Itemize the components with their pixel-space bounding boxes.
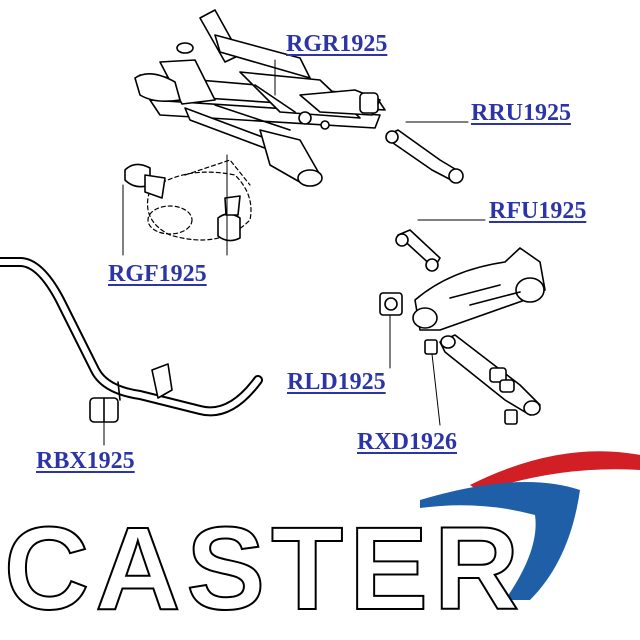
part-label-rld1925[interactable]: RLD1925 <box>287 369 386 395</box>
differential-illustration <box>146 159 252 241</box>
part-label-rru1925[interactable]: RRU1925 <box>471 100 571 126</box>
diff-mount-bushings <box>124 163 241 242</box>
part-label-rgr1925[interactable]: RGR1925 <box>286 31 388 57</box>
lower-link-illustration <box>424 334 541 425</box>
logo-red-swoosh <box>470 451 640 492</box>
rear-upper-arm-illustration <box>385 129 464 184</box>
rear-subframe-illustration <box>134 9 386 187</box>
lower-arm-bushing-illustration <box>379 292 403 316</box>
stabilizer-bushing-illustration <box>89 397 119 423</box>
part-label-rgf1925[interactable]: RGF1925 <box>108 261 207 287</box>
caster-logo-graphic <box>420 451 640 600</box>
part-label-rxd1926[interactable]: RXD1926 <box>357 429 457 455</box>
trailing-arm-illustration <box>395 229 546 331</box>
caster-logo-text: CASTER <box>3 503 526 635</box>
part-label-rfu1925[interactable]: RFU1925 <box>489 198 587 224</box>
leader-lines <box>103 59 486 446</box>
part-label-rbx1925[interactable]: RBX1925 <box>36 448 135 474</box>
logo-blue-swoosh <box>420 482 580 600</box>
stabilizer-bar-illustration <box>0 257 263 417</box>
